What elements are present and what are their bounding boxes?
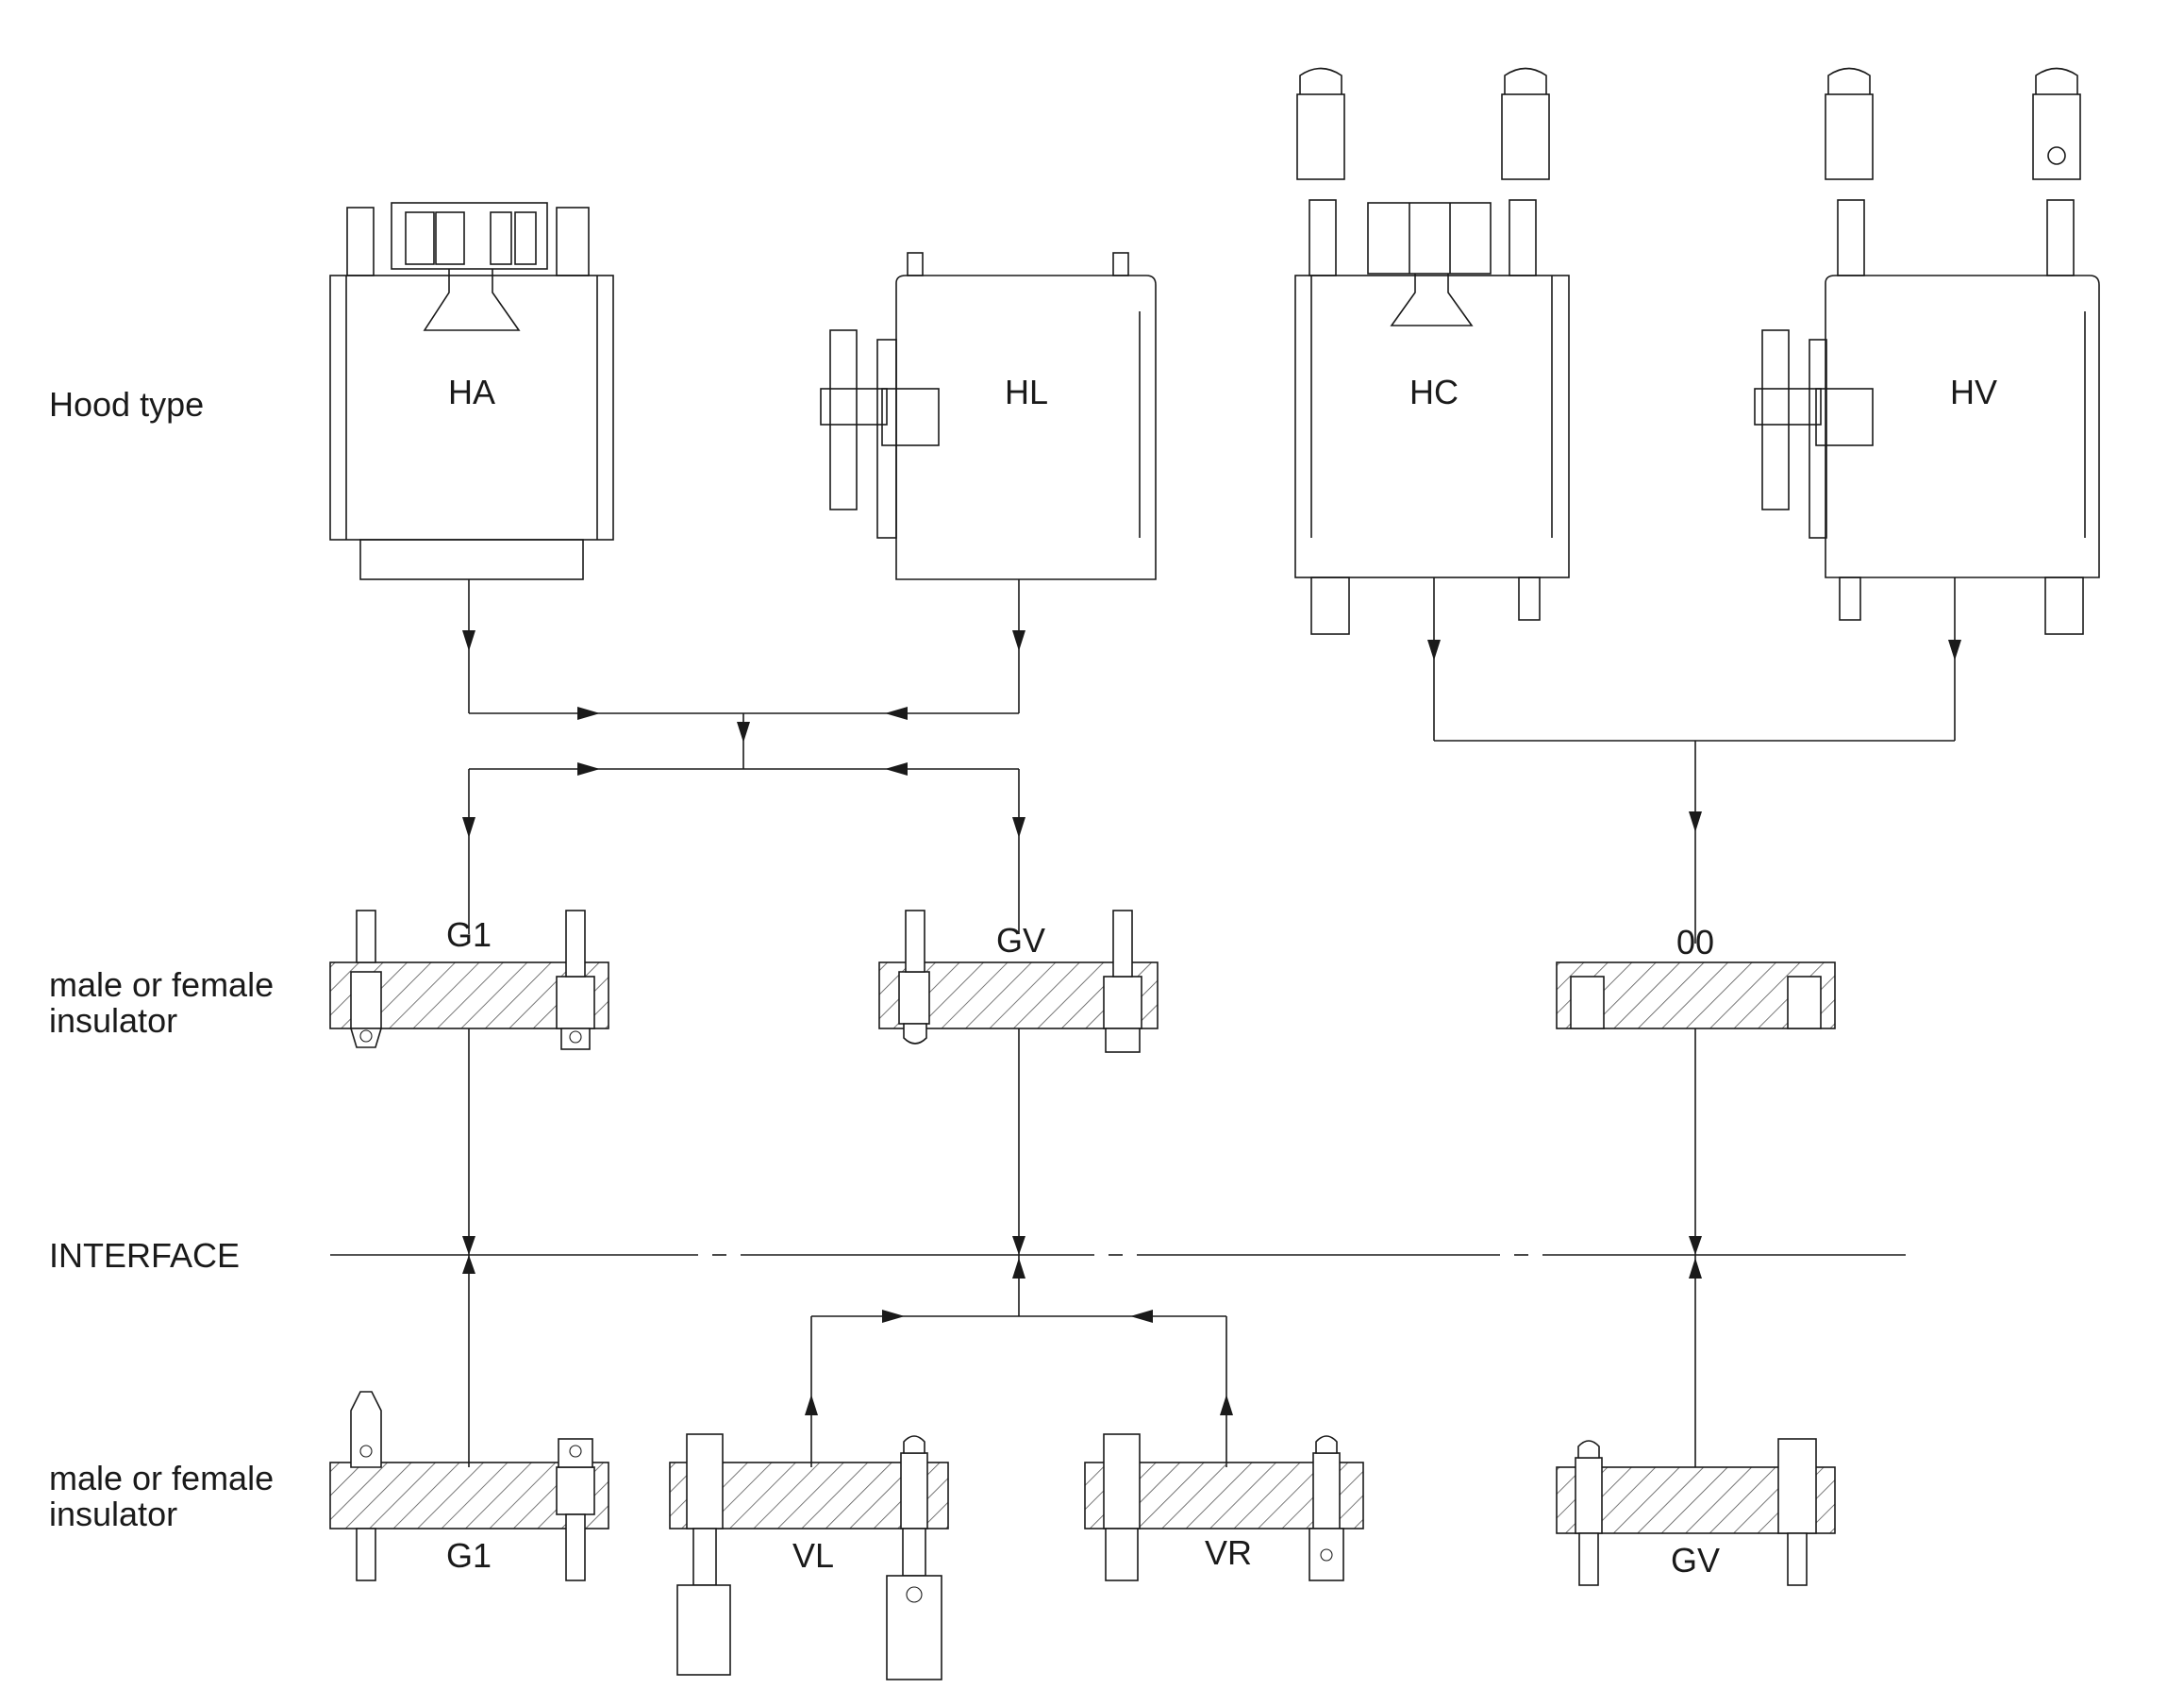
row-label-interface: INTERFACE bbox=[49, 1236, 241, 1275]
lower-insulator-label-g1: G1 bbox=[445, 1536, 492, 1575]
hood-hv-drawing bbox=[1754, 67, 2100, 635]
upper-insulator-gv-drawing bbox=[878, 910, 1159, 1053]
lower-insulator-g1-drawing bbox=[329, 1391, 609, 1581]
upper-insulator-g1-drawing bbox=[329, 910, 609, 1050]
row-label-lower-insulator: male or female insulator bbox=[49, 1459, 275, 1533]
lower-insulator-label-vl: VL bbox=[792, 1536, 835, 1575]
hood-label-ha: HA bbox=[447, 373, 495, 411]
hood-hl-drawing bbox=[820, 252, 1157, 580]
row-label-hood-type: Hood type bbox=[49, 385, 205, 424]
interface-flow-lines bbox=[462, 1028, 1702, 1467]
hood-label-hc: HC bbox=[1409, 373, 1459, 411]
hood-hc-drawing bbox=[1294, 67, 1570, 635]
lower-insulator-label-gv: GV bbox=[1670, 1541, 1720, 1580]
upper-insulator-00-drawing bbox=[1556, 961, 1836, 1029]
upper-flow-lines bbox=[462, 577, 1961, 944]
upper-insulator-label-gv: GV bbox=[995, 921, 1045, 960]
lower-insulator-vl-drawing bbox=[669, 1433, 949, 1680]
upper-insulator-label-g1: G1 bbox=[445, 915, 492, 954]
lower-flow-lines bbox=[805, 1255, 1702, 1467]
upper-insulator-label-00: 00 bbox=[1676, 923, 1715, 961]
lower-insulator-gv-drawing bbox=[1556, 1438, 1836, 1586]
row-label-upper-insulator: male or female insulator bbox=[49, 965, 275, 1040]
lower-insulator-vr-drawing bbox=[1084, 1433, 1364, 1581]
hood-label-hl: HL bbox=[1004, 373, 1049, 411]
hood-label-hv: HV bbox=[1949, 373, 1997, 411]
hood-ha-drawing bbox=[329, 202, 614, 580]
lower-insulator-label-vr: VR bbox=[1204, 1533, 1252, 1572]
